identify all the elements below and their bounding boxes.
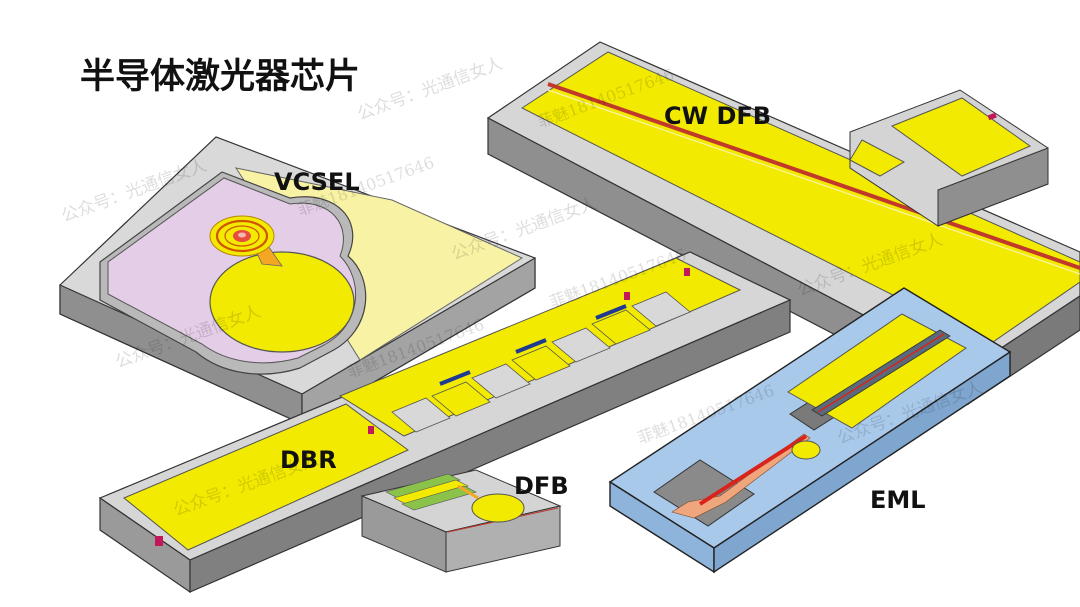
- watermark: 公众号：光通信女人: [355, 54, 506, 125]
- page-title: 半导体激光器芯片: [80, 57, 360, 97]
- label-vcsel: VCSEL: [274, 168, 360, 196]
- label-dbr: DBR: [280, 446, 337, 474]
- label-dfb: DFB: [514, 472, 569, 500]
- eml-chip: [608, 287, 1012, 574]
- small-chip-top-right: [849, 89, 1049, 227]
- dfb-chip: [360, 469, 562, 573]
- label-cw-dfb: CW DFB: [664, 102, 771, 130]
- dbr-chip: [98, 251, 792, 594]
- label-eml: EML: [870, 486, 926, 514]
- dbr-grating: [368, 268, 691, 434]
